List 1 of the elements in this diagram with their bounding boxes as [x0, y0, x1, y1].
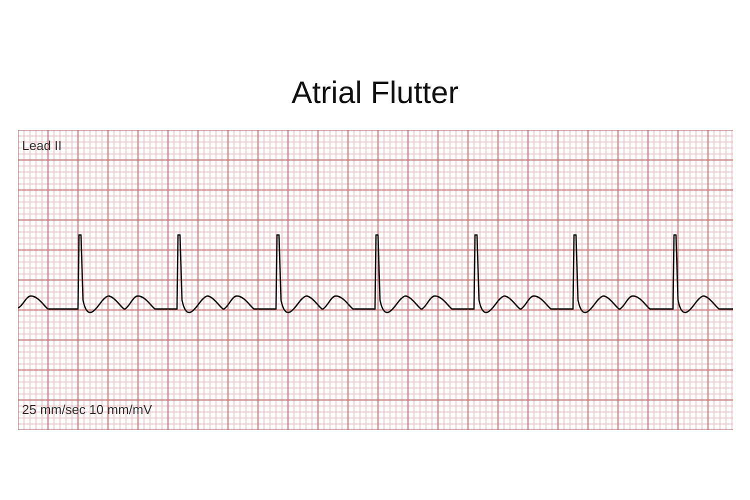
title: Atrial Flutter — [291, 76, 459, 110]
